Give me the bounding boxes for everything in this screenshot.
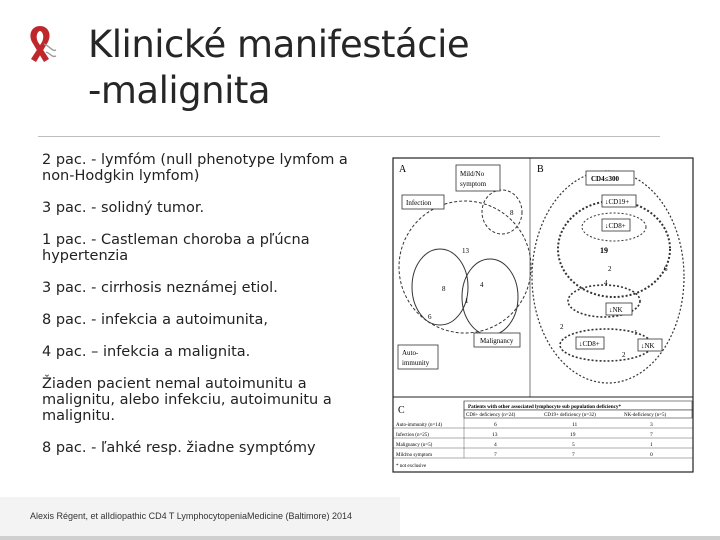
item-lead: Žiaden pacient	[42, 376, 151, 392]
item-lead: 8 pac. -	[42, 312, 97, 328]
cell: 5	[572, 442, 575, 448]
autoimmunity-box	[397, 344, 439, 370]
cell: 19	[570, 432, 576, 438]
citation-bar: Alexis Régent, et alIdiopathic CD4 T Lym…	[0, 497, 400, 540]
cd8b-label: ↓CD8+	[579, 340, 600, 348]
nkb-label: ↓NK	[641, 342, 655, 350]
b-number: 2	[608, 265, 612, 273]
cell: 1	[650, 442, 653, 448]
cell: 11	[572, 422, 578, 428]
item-lead: 4 pac. –	[42, 344, 99, 360]
item-text: Castleman choroba a pľúcna hypertenzia	[42, 232, 310, 264]
panel-c-label: C	[398, 405, 405, 416]
red-ribbon-dna-icon	[30, 26, 57, 62]
item-text: ľahké resp. žiadne symptómy	[96, 440, 316, 456]
panel-b-label: B	[537, 164, 544, 175]
row-label: Malignancy (n=5)	[396, 443, 433, 448]
symptom-label: symptom	[460, 180, 487, 188]
row-label: Auto-immunity (n=14)	[396, 423, 442, 428]
cd4-box	[585, 170, 635, 186]
cell: 6	[494, 422, 497, 428]
cell: 4	[494, 442, 497, 448]
cd8-box	[601, 218, 631, 232]
table-row: Infection (n=25) 13 19 7	[393, 432, 693, 439]
slide-title: Klinické manifestácie -malignita	[88, 22, 470, 114]
table-row: Mild/no symptom 7 7 0	[393, 452, 693, 459]
item-lead: 3 pac. -	[42, 280, 97, 296]
immunity-label: immunity	[402, 359, 430, 367]
cell: 7	[494, 452, 497, 458]
list-item: 3 pac. - cirrhosis neznámej etiol.	[42, 280, 382, 296]
malignancy-label: Malignancy	[480, 337, 514, 345]
row-label: Mild/no symptom	[396, 453, 432, 458]
venn-number: 1	[465, 297, 469, 305]
infection-box	[401, 194, 445, 210]
bottom-bar	[0, 536, 720, 540]
malignancy-box	[473, 332, 521, 348]
table-col-header: NK-deficiency (n=5)	[624, 413, 666, 418]
item-text: lymfóm (null phenotype lymfom a non-Hodg…	[42, 152, 348, 184]
venn-figure: A B C Mild/No symptom Infection Auto- im…	[392, 157, 694, 473]
item-text: solidný tumor.	[96, 200, 205, 216]
list-item: 3 pac. - solidný tumor.	[42, 200, 382, 216]
cell: 0	[650, 452, 653, 458]
item-text: infekcia a malignita.	[98, 344, 251, 360]
auto-label: Auto-	[402, 349, 419, 357]
list-item: 1 pac. - Castleman choroba a pľúcna hype…	[42, 232, 382, 264]
item-lead: 3 pac. -	[42, 200, 97, 216]
mild-box	[455, 164, 501, 192]
venn-number: 6	[428, 313, 432, 321]
list-item: 2 pac. - lymfóm (null phenotype lymfom a…	[42, 152, 382, 184]
cell: 7	[572, 452, 575, 458]
table-col-header: CD8+ deficiency (n=24)	[466, 413, 516, 418]
cd8b-box	[575, 336, 605, 350]
table-row: Malignancy (n=5) 4 5 1	[393, 442, 693, 449]
nk-box	[605, 302, 633, 316]
table-col-header: CD19+ deficiency (n=32)	[544, 413, 596, 418]
title-line-1: Klinické manifestácie	[88, 23, 470, 66]
item-lead: 8 pac. -	[42, 440, 97, 456]
list-item: Žiaden pacient nemal autoimunitu a malig…	[42, 376, 382, 424]
row-label: Infection (n=25)	[396, 433, 429, 438]
nk-label: ↓NK	[609, 306, 623, 314]
cd19-box	[601, 194, 637, 208]
item-text: infekcia a autoimunita,	[96, 312, 268, 328]
panel-a-label: A	[399, 164, 407, 175]
b-number: 2	[560, 323, 564, 331]
b-number: 4	[604, 279, 608, 287]
cell: 3	[650, 422, 653, 428]
item-text: nemal autoimunitu a malignitu, alebo inf…	[42, 376, 332, 424]
b-number: 2	[622, 351, 626, 359]
venn-number: 8	[510, 209, 514, 217]
infection-label: Infection	[406, 199, 432, 207]
cell: 7	[650, 432, 653, 438]
b-number: 6	[664, 265, 668, 273]
cell: 13	[492, 432, 498, 438]
venn-number: 4	[480, 281, 484, 289]
table-footnote: * not exclusive	[396, 464, 427, 469]
cd8-label: ↓CD8+	[605, 222, 626, 230]
cd4-label: CD4≤300	[591, 175, 619, 183]
title-divider	[38, 136, 660, 137]
b-number: 1	[634, 329, 638, 337]
table-row: Auto-immunity (n=14) 6 11 3	[393, 422, 693, 429]
findings-list: 2 pac. - lymfóm (null phenotype lymfom a…	[42, 152, 382, 472]
cd19-label: ↓CD19+	[605, 198, 629, 206]
table-header-top: Patients with other associated lymphocyt…	[468, 404, 621, 410]
nkb-box	[637, 338, 663, 352]
mild-label: Mild/No	[460, 170, 485, 178]
list-item: 8 pac. - ľahké resp. žiadne symptómy	[42, 440, 382, 456]
list-item: 4 pac. – infekcia a malignita.	[42, 344, 382, 360]
venn-number: 8	[442, 285, 446, 293]
venn-number: 13	[462, 247, 470, 255]
citation-text: Alexis Régent, et alIdiopathic CD4 T Lym…	[30, 511, 353, 521]
list-item: 8 pac. - infekcia a autoimunita,	[42, 312, 382, 328]
title-line-2: -malignita	[88, 69, 271, 112]
item-text: cirrhosis neznámej etiol.	[96, 280, 278, 296]
b-number: 19	[600, 246, 608, 255]
item-lead: 2 pac. -	[42, 152, 97, 168]
item-lead: 1 pac. -	[42, 232, 97, 248]
